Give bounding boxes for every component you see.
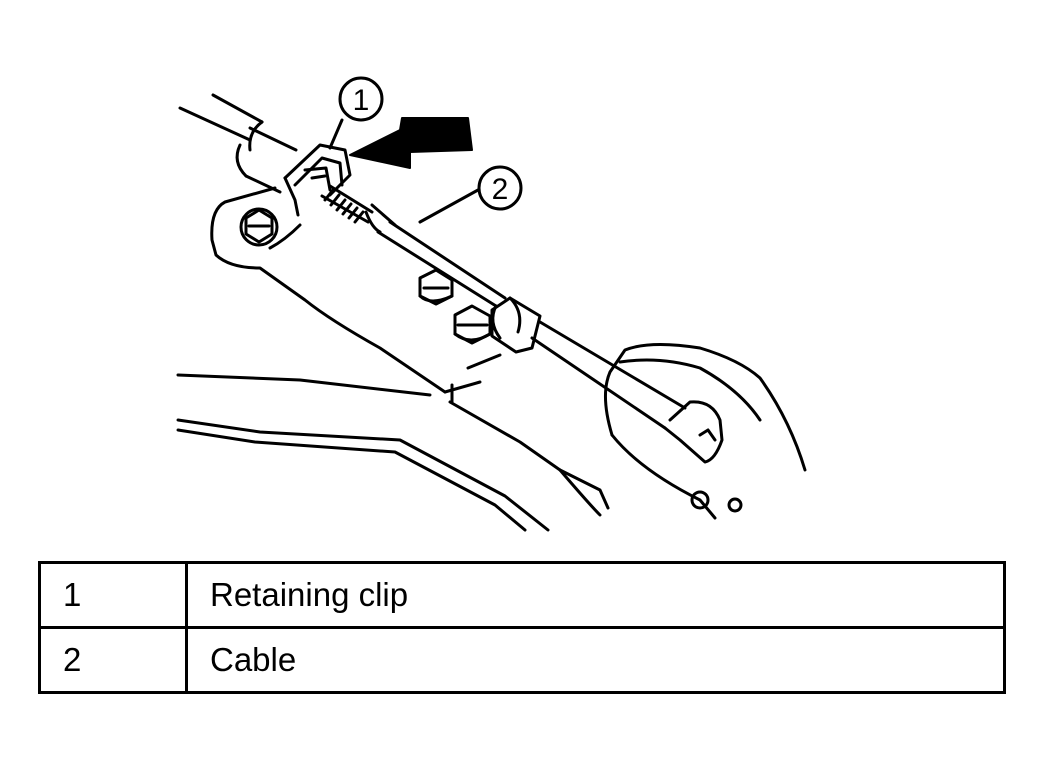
cable-housing — [178, 93, 298, 194]
legend-label: Cable — [185, 626, 1006, 694]
callout-1-leader — [328, 118, 344, 150]
callout-2: 2 — [477, 165, 523, 211]
body-panel — [176, 373, 602, 532]
svg-text:1: 1 — [353, 84, 370, 117]
legend-number: 1 — [38, 561, 188, 629]
legend-table: 1 Retaining clip 2 Cable — [38, 561, 1006, 694]
direction-arrow — [349, 117, 473, 169]
cable-retaining-clip-illustration: 1 2 — [176, 76, 807, 532]
cable — [364, 203, 724, 464]
legend-row: 2 Cable — [38, 626, 1006, 694]
retaining-clip — [283, 143, 352, 217]
cable-spring — [320, 184, 374, 224]
lever-housing — [603, 342, 807, 520]
legend-number: 2 — [38, 626, 188, 694]
callout-2-leader — [418, 188, 480, 224]
bolt-lower — [453, 304, 492, 345]
legend-label: Retaining clip — [185, 561, 1006, 629]
legend-row: 1 Retaining clip — [38, 561, 1006, 629]
callout-1: 1 — [338, 76, 384, 122]
bolt-bracket — [239, 207, 279, 247]
svg-text:2: 2 — [492, 173, 509, 206]
